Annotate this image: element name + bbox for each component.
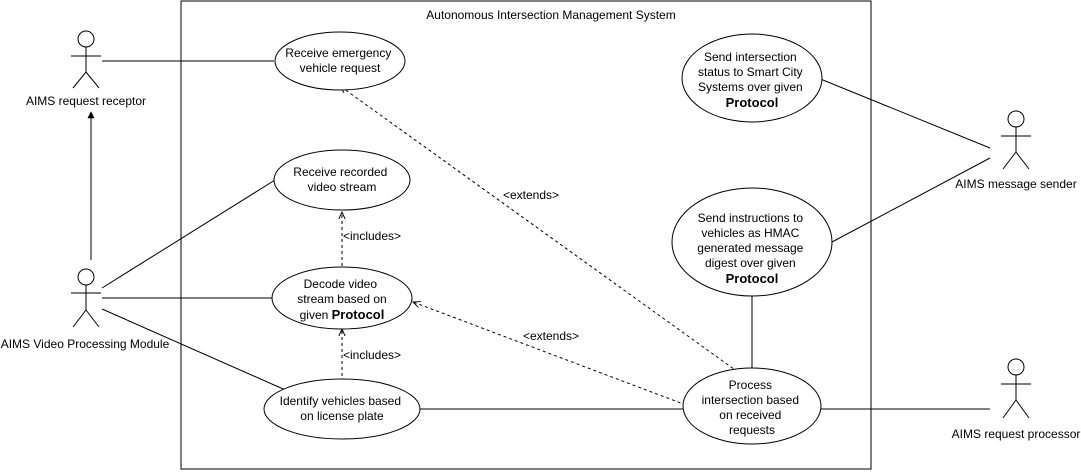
extends-lower-line[interactable] — [413, 302, 687, 406]
use-case-label: Receive recorded video stream — [293, 165, 390, 194]
includes-lower-label: <includes> — [343, 348, 401, 362]
use-case-label-protocol-line: given Protocol — [300, 307, 385, 322]
extends-upper-label: <extends> — [503, 188, 559, 202]
use-case-decode-video[interactable]: Decode video stream based on given Proto… — [271, 266, 413, 330]
dependencies — [340, 86, 739, 406]
associations — [87, 60, 991, 410]
actor-request-receptor[interactable] — [71, 30, 101, 89]
use-case-send-status[interactable]: Send intersection status to Smart City S… — [681, 33, 823, 123]
use-case-label: Process intersection based on received r… — [702, 378, 803, 437]
use-case-send-instructions[interactable]: Send instructions to vehicles as HMAC ge… — [671, 187, 833, 297]
use-case-label: Send instructions to vehicles as HMAC ge… — [697, 211, 806, 286]
actor-message-sender-label: AIMS message sender — [955, 177, 1076, 191]
use-case-process-intersection[interactable]: Process intersection based on received r… — [682, 367, 822, 445]
includes-upper-label: <includes> — [343, 229, 401, 243]
extends-lower-label: <extends> — [523, 329, 579, 343]
extends-upper-line[interactable] — [340, 86, 739, 373]
actor-video-processing-label: AIMS Video Processing Module — [1, 337, 170, 351]
actor-request-processor-label: AIMS request processor — [952, 427, 1081, 441]
assoc-video-receive[interactable] — [101, 179, 276, 289]
use-case-label: Identify vehicles based on license plate — [280, 394, 405, 423]
assoc-instructions-sender[interactable] — [831, 157, 991, 243]
use-case-label: Receive emergency vehicle request — [285, 46, 394, 75]
actor-video-processing[interactable] — [71, 268, 101, 328]
use-case-identify-vehicles[interactable]: Identify vehicles based on license plate — [263, 378, 421, 440]
system-title: Autonomous Intersection Management Syste… — [426, 8, 675, 22]
actor-request-receptor-label: AIMS request receptor — [26, 94, 146, 108]
use-case-receive-emergency[interactable]: Receive emergency vehicle request — [274, 31, 406, 91]
assoc-video-identify[interactable] — [101, 308, 291, 393]
use-case-receive-video[interactable]: Receive recorded video stream — [273, 149, 411, 211]
actor-request-processor[interactable] — [1001, 358, 1031, 419]
use-case-label: Decode video stream based on — [297, 277, 386, 306]
system-boundary — [180, 0, 872, 470]
use-case-label: Send intersection status to Smart City S… — [698, 50, 806, 110]
assoc-status-sender[interactable] — [817, 77, 991, 149]
actor-message-sender[interactable] — [1001, 110, 1031, 170]
